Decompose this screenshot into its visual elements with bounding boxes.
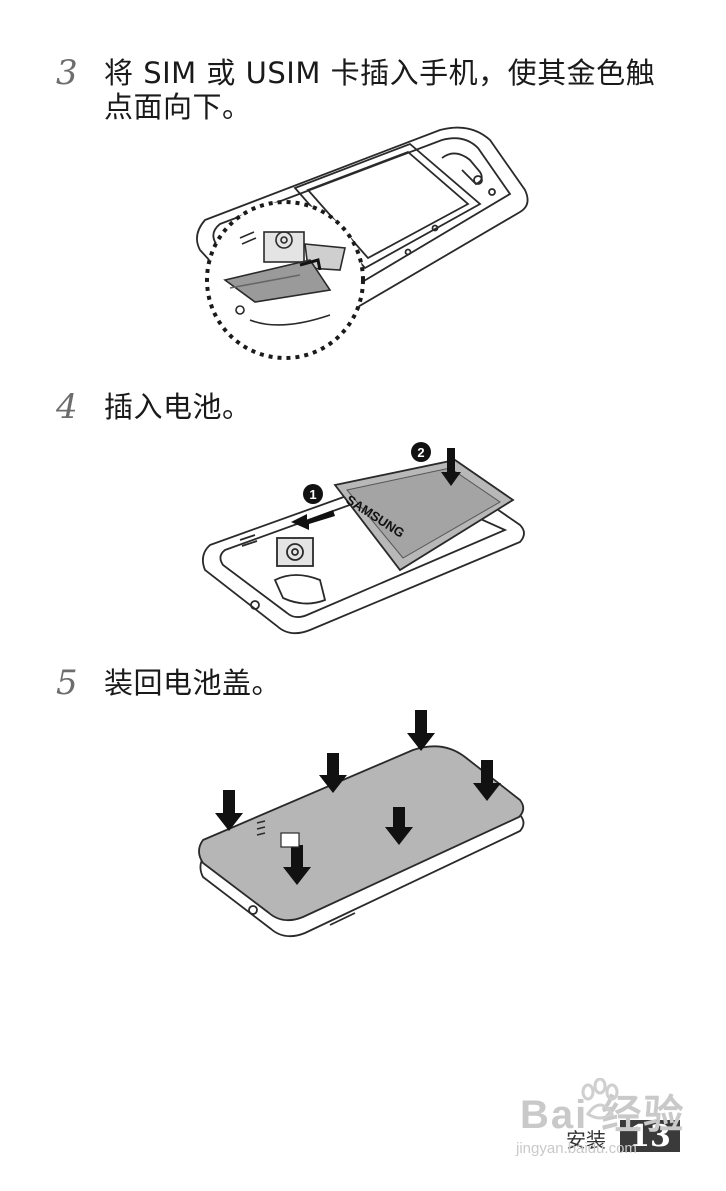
step-number: 5 — [56, 663, 78, 703]
watermark: Bai 经验 — [520, 1082, 685, 1140]
step-instruction: 装回电池盖。 — [104, 666, 282, 700]
step-instruction-line2: 点面向下。 — [104, 90, 252, 124]
page-number-box — [620, 1120, 680, 1152]
page-number: 13 — [629, 1119, 671, 1154]
step-number: 4 — [56, 387, 78, 427]
section-label: 安装 — [566, 1128, 606, 1152]
baidu-paw-icon — [581, 1078, 619, 1120]
callout-1-badge — [303, 484, 323, 504]
battery-cover-illustration — [198, 710, 525, 938]
step-number: 3 — [56, 53, 78, 93]
step-instruction-line1: 将 SIM 或 USIM 卡插入手机，使其金色触 — [104, 56, 656, 90]
battery-insertion-illustration: SAMSUNG 1 2 — [201, 442, 525, 635]
watermark-main: Bai 经验 — [520, 1093, 686, 1137]
callout-1-label: 1 — [309, 487, 316, 502]
step-instruction: 插入电池。 — [104, 390, 252, 424]
sim-insertion-illustration — [196, 126, 529, 360]
callout-2-label: 2 — [417, 445, 424, 460]
watermark-url: jingyan.baidu.com — [516, 1140, 637, 1157]
callout-2-badge — [411, 442, 431, 462]
step-instruction: 将 SIM 或 USIM 卡插入手机，使其金色触 点面向下。 — [104, 56, 655, 124]
